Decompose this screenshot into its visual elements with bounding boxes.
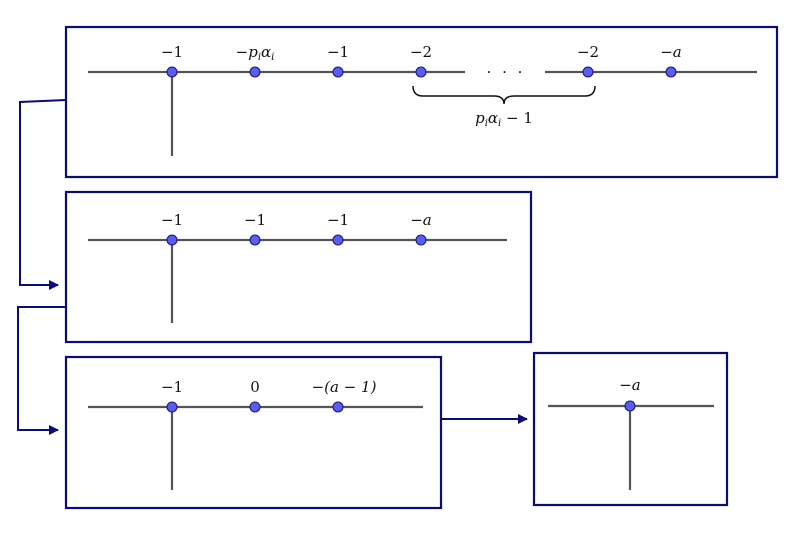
alpha-symbol: α [488, 109, 498, 127]
vertex-label: −1 [244, 211, 266, 229]
vertex-node [415, 66, 427, 78]
brace-label: piαi − 1 [475, 109, 533, 129]
box-2-frame [64, 190, 533, 344]
vertex-label: −a [410, 211, 432, 229]
box-3-frame [64, 355, 443, 510]
vertex-node [582, 66, 594, 78]
vertex-label: −1 [161, 211, 183, 229]
vertex-node [249, 66, 261, 78]
vertex-node [249, 401, 261, 413]
arrow-box2-to-box3 [17, 306, 66, 435]
vertex-label: −a [660, 43, 682, 61]
vertex-node [415, 234, 427, 246]
brace-label-text: p [475, 109, 485, 127]
vertex-node [166, 234, 178, 246]
vertex-node [665, 66, 677, 78]
vertex-node [624, 400, 636, 412]
vertex-node [332, 66, 344, 78]
vertex-label: 0 [250, 378, 260, 396]
vertex-label: −2 [410, 43, 432, 61]
vertex-node [249, 234, 261, 246]
vertex-node [166, 401, 178, 413]
brace [412, 85, 596, 105]
vertex-label: −1 [161, 378, 183, 396]
vertex-node [166, 66, 178, 78]
vertex-label-text: −p [236, 43, 259, 61]
subscript-i: i [271, 52, 274, 63]
vertex-label: −1 [161, 43, 183, 61]
vertex-label: −piαi [236, 43, 275, 63]
subscript-i: i [485, 118, 488, 129]
minus-one: − 1 [501, 109, 533, 127]
box-2: −1 −1 −1 −a [64, 190, 533, 344]
vertex-label: −a [619, 376, 641, 394]
box-3: −1 0 −(a − 1) [64, 355, 443, 510]
box-1: −1 −piαi −1 −2 −2 −a · · · piαi − 1 [64, 25, 779, 179]
box-4: −a [532, 351, 729, 507]
vertex-label: −1 [327, 211, 349, 229]
box-1-frame [64, 25, 779, 179]
subscript-i: i [258, 52, 261, 63]
vertex-label: −1 [327, 43, 349, 61]
vertex-node [332, 234, 344, 246]
alpha-symbol: α [261, 43, 271, 61]
vertex-label: −(a − 1) [312, 378, 377, 396]
vertex-node [332, 401, 344, 413]
arrow-box1-to-box2 [19, 99, 67, 290]
vertex-label: −2 [577, 43, 599, 61]
subscript-i: i [498, 118, 501, 129]
ellipsis: · · · [487, 63, 526, 81]
